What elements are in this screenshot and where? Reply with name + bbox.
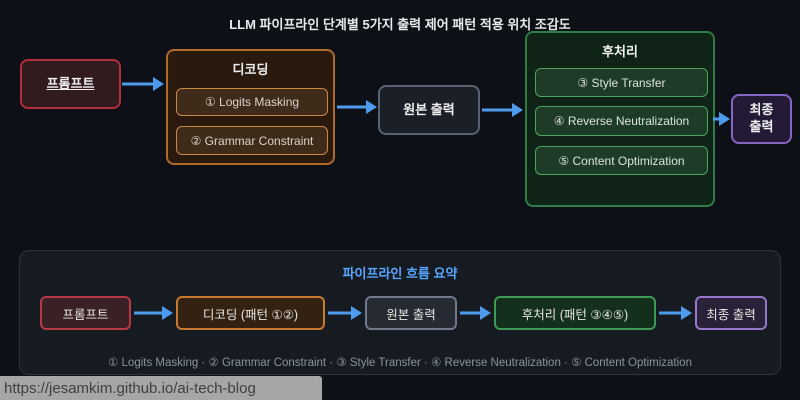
arrow-prompt-to-decoding (122, 77, 164, 91)
status-url: https://jesamkim.github.io/ai-tech-blog (4, 379, 256, 397)
arrow-summary-3 (460, 306, 491, 320)
summary-step-raw-output: 원본 출력 (365, 296, 457, 330)
arrow-head-icon (153, 77, 164, 91)
group-decoding: 디코딩 ① Logits Masking ② Grammar Constrain… (166, 49, 335, 165)
final-output-line1: 최종 (749, 102, 774, 118)
final-output-line2: 출력 (749, 119, 774, 134)
summary-step-postprocess: 후처리 (패턴 ③④⑤) (494, 296, 656, 330)
arrow-shaft (122, 82, 154, 86)
arrow-shaft (713, 117, 720, 121)
arrow-shaft (134, 311, 163, 315)
summary-title: 파이프라인 흐름 요약 (342, 266, 458, 281)
node-style-transfer: ③ Style Transfer (535, 68, 708, 97)
summary-step-prompt: 프롬프트 (40, 296, 131, 330)
node-raw-output-label: 원본 출력 (403, 101, 455, 117)
group-postprocess: 후처리 ③ Style Transfer ④ Reverse Neutraliz… (525, 31, 715, 207)
node-final-output-label: 최종 출력 (750, 102, 774, 136)
arrow-head-icon (681, 306, 692, 320)
summary-step-final-output: 최종 출력 (695, 296, 767, 330)
arrow-head-icon (512, 103, 523, 117)
node-prompt-label: 프롬프트 (46, 75, 95, 91)
node-content-optimization: ⑤ Content Optimization (535, 146, 708, 175)
arrow-summary-2 (328, 306, 362, 320)
node-reverse-neutralization: ④ Reverse Neutralization (535, 106, 708, 136)
arrow-summary-1 (134, 306, 173, 320)
arrow-shaft (460, 311, 481, 315)
summary-panel: 파이프라인 흐름 요약 프롬프트 디코딩 (패턴 ①②) 원본 출력 후처리 (… (19, 250, 781, 375)
arrow-decoding-to-raw (337, 100, 377, 114)
arrow-summary-4 (659, 306, 692, 320)
group-decoding-title: 디코딩 (232, 62, 269, 77)
summary-step-decoding: 디코딩 (패턴 ①②) (176, 296, 325, 330)
arrow-shaft (328, 311, 352, 315)
arrow-head-icon (366, 100, 377, 114)
node-final-output: 최종 출력 (731, 94, 792, 144)
browser-status-bar: https://jesamkim.github.io/ai-tech-blog (0, 376, 322, 400)
diagram-title: LLM 파이프라인 단계별 5가지 출력 제어 패턴 적용 위치 조감도 (229, 17, 571, 32)
node-prompt: 프롬프트 (20, 59, 121, 109)
node-grammar-constraint: ② Grammar Constraint (176, 126, 328, 155)
pattern-legend: ① Logits Masking · ② Grammar Constraint … (108, 357, 692, 369)
arrow-head-icon (162, 306, 173, 320)
arrow-shaft (337, 105, 367, 109)
arrow-postprocess-to-final (713, 112, 730, 126)
node-raw-output: 원본 출력 (378, 85, 480, 135)
node-logits-masking: ① Logits Masking (176, 88, 328, 116)
arrow-head-icon (719, 112, 730, 126)
group-postprocess-title: 후처리 (602, 44, 638, 59)
arrow-shaft (482, 108, 513, 112)
arrow-head-icon (351, 306, 362, 320)
arrow-head-icon (480, 306, 491, 320)
arrow-raw-to-postprocess (482, 103, 523, 117)
arrow-shaft (659, 311, 682, 315)
